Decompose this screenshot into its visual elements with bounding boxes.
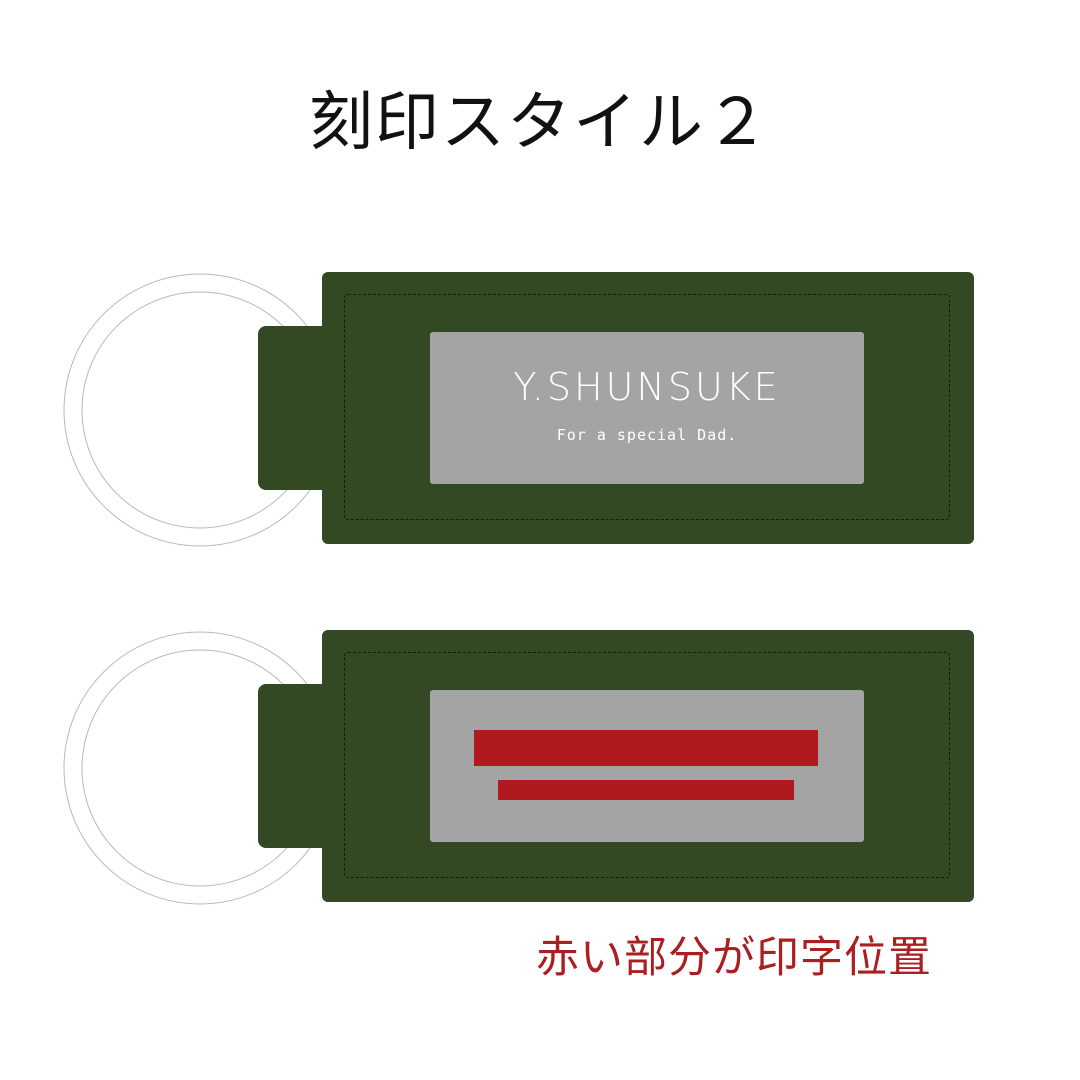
stitch-line: [344, 652, 950, 878]
print-area-line2: [498, 780, 794, 800]
stitch-line: [344, 294, 950, 520]
print-position-note: 赤い部分が印字位置: [536, 933, 932, 983]
print-area-line1: [474, 730, 818, 766]
engraved-name: Y.SHUNSUKE: [513, 365, 781, 409]
keychain-position-guide: [0, 620, 1080, 920]
engraved-message: For a special Dad.: [556, 426, 738, 444]
engraving-plate: Y.SHUNSUKE For a special Dad.: [430, 332, 864, 484]
leather-body: Y.SHUNSUKE For a special Dad.: [322, 272, 974, 544]
page-title: 刻印スタイル２: [309, 86, 771, 160]
keychain-preview: Y.SHUNSUKE For a special Dad.: [0, 262, 1080, 562]
engraving-plate: [430, 690, 864, 842]
leather-body: [322, 630, 974, 902]
